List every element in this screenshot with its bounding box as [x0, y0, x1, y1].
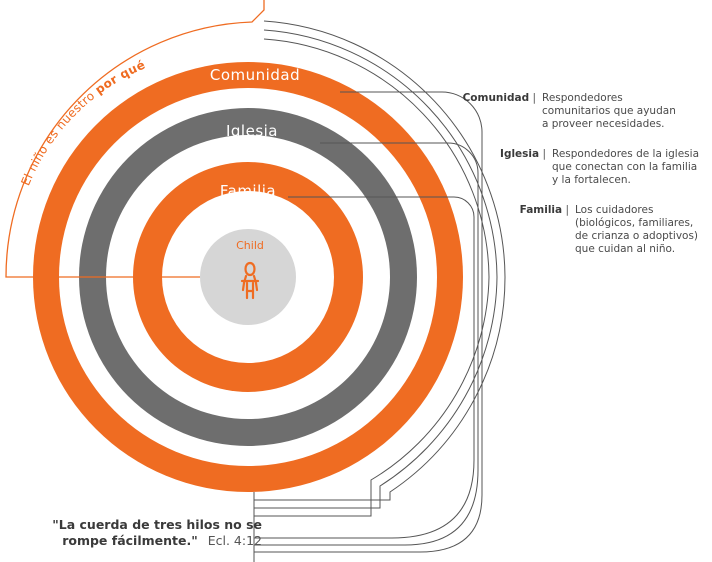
desc-line: a proveer necesidades. — [542, 118, 665, 130]
strand-arc-3 — [254, 38, 490, 517]
ring-label-familia: Familia — [220, 182, 276, 200]
quote-line-1: "La cuerda de tres hilos no se — [52, 517, 262, 532]
leader-familia — [254, 196, 475, 539]
desc-iglesia: Iglesia Respondedores de la iglesia que … — [500, 148, 710, 187]
strand-arc-2 — [254, 29, 498, 509]
quote-reference: Ecl. 4:12 — [207, 533, 262, 548]
ring-label-iglesia: Iglesia — [226, 122, 278, 140]
center-circle — [200, 229, 296, 325]
desc-term-familia: Familia — [520, 204, 575, 217]
desc-line: que cuidan al niño. — [575, 243, 676, 255]
leader-comunidad — [254, 91, 483, 553]
desc-term-iglesia: Iglesia — [500, 148, 552, 161]
desc-line: Los cuidadores — [575, 204, 654, 216]
desc-line: de crianza o adoptivos) — [575, 230, 699, 242]
leader-iglesia — [254, 142, 479, 546]
caption-arc-bracket — [5, 0, 265, 278]
desc-line: comunitarios que ayudan — [542, 105, 676, 117]
desc-familia: Familia Los cuidadores (biológicos, fami… — [520, 204, 710, 256]
desc-line: que conectan con la familia — [552, 161, 698, 173]
desc-line: Respondedores de la iglesia — [552, 148, 699, 160]
desc-line: (biológicos, familiares, — [575, 217, 694, 229]
center-label: Child — [236, 239, 264, 252]
desc-comunidad: Comunidad Respondedores comunitarios que… — [463, 92, 702, 131]
desc-line: Respondedores — [542, 92, 623, 104]
desc-line: y la fortalecen. — [552, 174, 631, 186]
child-figure-icon — [240, 261, 260, 300]
quote-line-2: rompe fácilmente." — [62, 533, 198, 548]
ring-label-comunidad: Comunidad — [210, 66, 300, 84]
quote-block: "La cuerda de tres hilos no se rompe fác… — [2, 517, 262, 549]
desc-term-comunidad: Comunidad — [463, 92, 542, 105]
strand-arc-1 — [254, 20, 506, 501]
